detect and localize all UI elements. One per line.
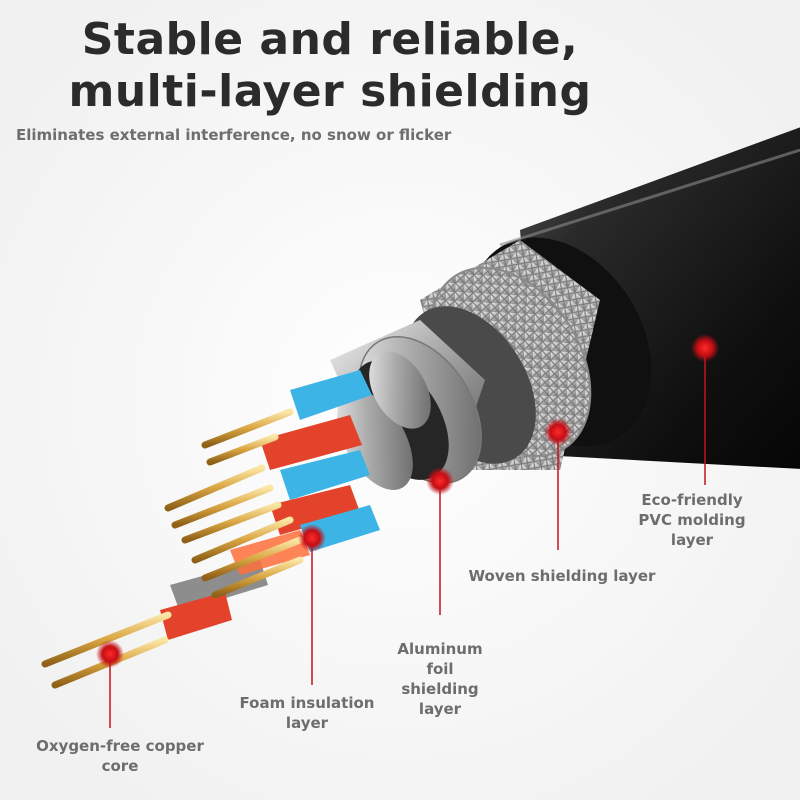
foam-marker <box>298 524 326 552</box>
title-line-1: Stable and reliable, <box>81 14 579 65</box>
leader-lines <box>109 348 706 728</box>
label-aluminum-layer: Aluminum foil shielding layer <box>397 640 483 718</box>
label-copper-core: Oxygen-free copper core <box>36 737 204 775</box>
aluminum-marker <box>426 467 454 495</box>
label-foam-layer: Foam insulation layer <box>239 694 375 732</box>
label-woven-layer: Woven shielding layer <box>468 567 656 585</box>
page-subtitle: Eliminates external interference, no sno… <box>16 126 452 144</box>
page-title: Stable and reliable, multi-layer shieldi… <box>0 14 660 118</box>
label-pvc-layer: Eco-friendly PVC molding layer <box>638 491 746 549</box>
pvc-marker <box>691 334 719 362</box>
title-line-2: multi-layer shielding <box>68 66 592 117</box>
woven-marker <box>544 418 572 446</box>
callout-markers <box>96 334 719 668</box>
copper-marker <box>96 640 124 668</box>
